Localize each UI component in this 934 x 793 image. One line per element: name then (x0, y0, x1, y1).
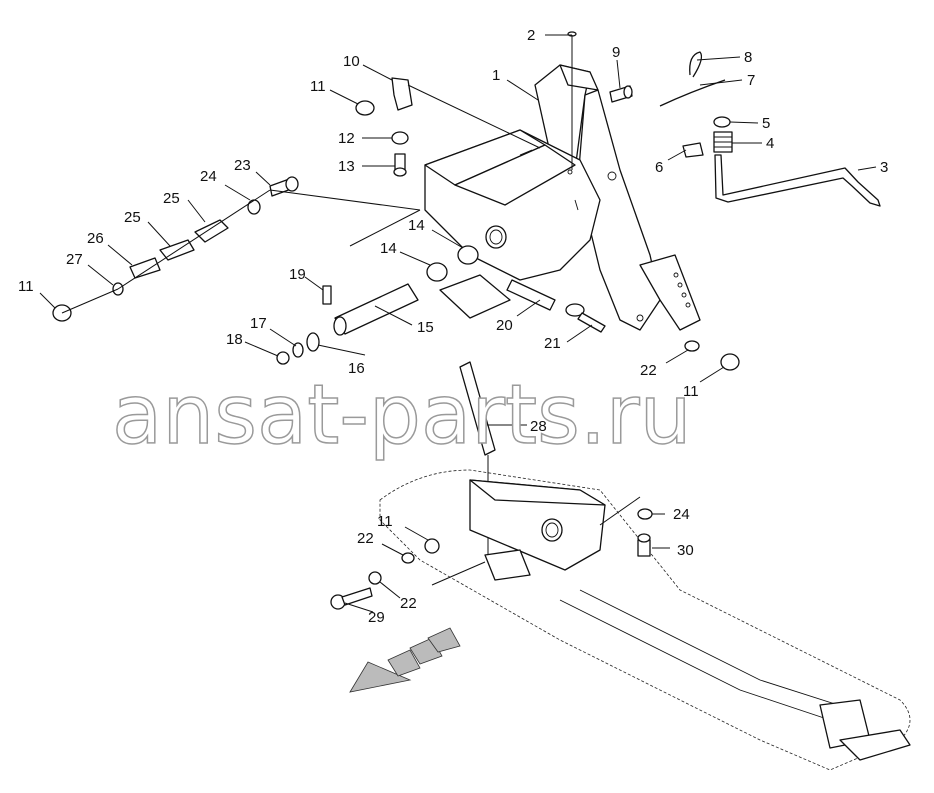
callout-8: 8 (744, 49, 752, 66)
callout-4: 4 (766, 135, 774, 152)
callout-2: 2 (527, 27, 535, 44)
ring-part-16 (306, 332, 320, 352)
callout-14-b: 14 (380, 240, 397, 257)
leader-lines (39, 34, 877, 613)
callout-10: 10 (343, 53, 360, 70)
bushing-part-14a (426, 262, 448, 282)
washer-part-24-lower (637, 508, 653, 520)
callout-labels: 1 2 3 4 5 6 7 8 9 10 11 12 13 14 14 15 1… (18, 27, 888, 626)
nut-part-11-lower (424, 538, 440, 554)
callout-30: 30 (677, 542, 694, 559)
washer-part-22-right (684, 340, 700, 352)
spring-part-4 (713, 131, 733, 153)
callout-11-c: 11 (18, 278, 34, 295)
nut-part-11-top (355, 100, 375, 116)
callout-22-c: 22 (400, 595, 417, 612)
washer-part-22-lower-a (401, 552, 415, 564)
callout-22-b: 22 (357, 530, 374, 547)
bolt-part-23 (269, 176, 299, 197)
spring-part-20 (506, 279, 556, 311)
callout-25: 25 (163, 190, 180, 207)
lower-frame-assembly (379, 469, 911, 771)
pin-part-19 (322, 285, 332, 305)
plate-part-25 (194, 219, 229, 243)
callout-17: 17 (250, 315, 267, 332)
callout-22-a: 22 (640, 362, 657, 379)
main-housing (424, 64, 701, 331)
plate-part-26 (129, 257, 161, 279)
wire-part-7 (659, 79, 726, 107)
watermark-text: ansat-parts.ru (112, 368, 692, 463)
ring-part-17 (292, 342, 304, 358)
bolt-part-30 (637, 533, 651, 557)
callout-28: 28 (530, 418, 547, 435)
callout-26: 26 (87, 230, 104, 247)
callout-20: 20 (496, 317, 513, 334)
rod-part-3 (714, 154, 881, 207)
cotter-part-8 (689, 51, 703, 78)
callout-5: 5 (762, 115, 770, 132)
callout-29: 29 (368, 609, 385, 626)
washer-part-5 (713, 116, 731, 128)
callout-11-a: 11 (310, 78, 326, 95)
callout-15: 15 (417, 319, 434, 336)
callout-6: 6 (655, 159, 663, 176)
direction-arrow-icon (349, 627, 461, 693)
callout-16: 16 (348, 360, 365, 377)
bolt-part-13 (393, 153, 407, 177)
callout-21: 21 (544, 335, 561, 352)
callout-11-d: 11 (377, 513, 393, 530)
washer-part-22-lower-b (368, 571, 382, 585)
callout-3: 3 (880, 159, 888, 176)
callout-7: 7 (747, 72, 755, 89)
bolt-part-9 (609, 85, 633, 103)
callout-9: 9 (612, 44, 620, 61)
mounting-plate (439, 274, 511, 319)
bolt-part-29 (330, 587, 373, 610)
eyebolt-part-21 (565, 303, 606, 333)
nut-part-12 (391, 131, 409, 145)
callout-24-a: 24 (200, 168, 217, 185)
callout-1: 1 (492, 67, 500, 84)
pin-part-6 (682, 142, 704, 158)
callout-18: 18 (226, 331, 243, 348)
callout-23: 23 (234, 157, 251, 174)
washer-part-24 (247, 199, 261, 215)
callout-14-a: 14 (408, 217, 425, 234)
callout-19: 19 (289, 266, 306, 283)
bushing-part-14b (457, 245, 479, 265)
nut-part-11-right (720, 353, 740, 371)
callout-27: 27 (66, 251, 83, 268)
fitting-part-18 (276, 351, 290, 365)
callout-11-b: 11 (683, 383, 699, 400)
shaft-part-15 (333, 283, 419, 336)
callout-12: 12 (338, 130, 355, 147)
callout-25-b: 25 (124, 209, 141, 226)
callout-13: 13 (338, 158, 355, 175)
bracket-part-10 (391, 77, 413, 111)
callout-24-b: 24 (673, 506, 690, 523)
